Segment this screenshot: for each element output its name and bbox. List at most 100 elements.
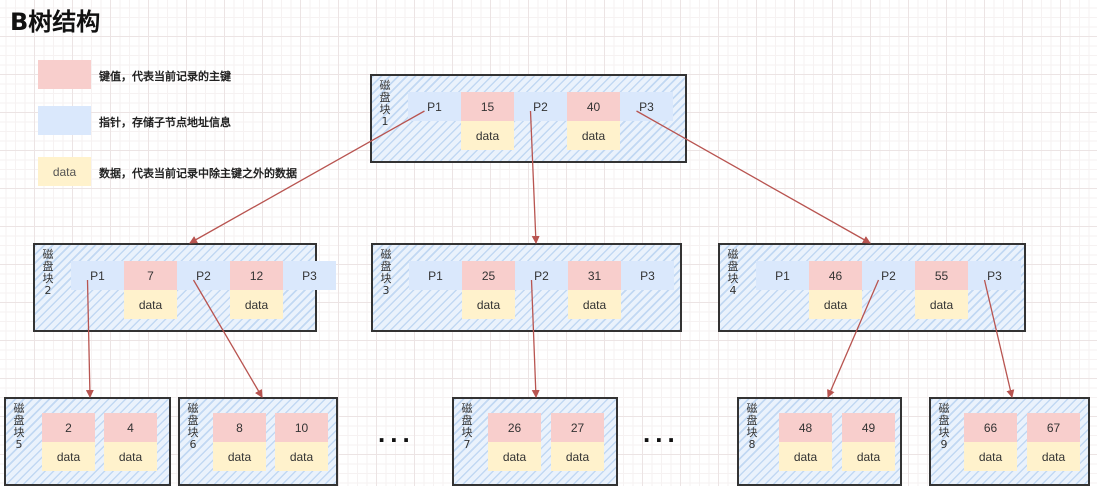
data-cell[interactable]: data (42, 442, 95, 471)
disk-block-label-char: 8 (748, 438, 756, 451)
disk-block-label-char: 块 (380, 272, 392, 285)
disk-block-label-char: 1 (381, 115, 389, 128)
disk-block-label-char: 盘 (938, 414, 950, 427)
pointer-cell[interactable]: P1 (756, 261, 809, 290)
pointer-cell[interactable]: P2 (862, 261, 915, 290)
disk-block-label-char: 盘 (380, 260, 392, 273)
disk-block-label-char: 磁 (727, 248, 739, 261)
pointer-cell[interactable]: P2 (514, 92, 567, 121)
legend-data-swatch: data (38, 157, 91, 186)
ellipsis-left: ... (378, 418, 415, 448)
disk-block-label-char: 盘 (379, 91, 391, 104)
data-cell[interactable]: data (779, 442, 832, 471)
disk-block-label-char: 2 (44, 284, 52, 297)
pointer-cell[interactable]: P1 (408, 92, 461, 121)
legend-key-text: 键值，代表当前记录的主键 (99, 70, 231, 83)
data-cell[interactable]: data (964, 442, 1017, 471)
disk-block-label-char: 盘 (187, 414, 199, 427)
data-cell[interactable]: data (1027, 442, 1080, 471)
data-cell[interactable]: data (809, 290, 862, 319)
disk-block-label-char: 盘 (727, 260, 739, 273)
disk-block-label-char: 3 (382, 284, 390, 297)
key-cell[interactable]: 15 (461, 92, 514, 121)
data-cell[interactable]: data (104, 442, 157, 471)
data-cell[interactable]: data (568, 290, 621, 319)
disk-block-label-char: 磁 (42, 248, 54, 261)
disk-block-label-char: 6 (189, 438, 197, 451)
pointer-cell[interactable]: P2 (515, 261, 568, 290)
key-cell[interactable]: 25 (462, 261, 515, 290)
key-cell[interactable]: 10 (275, 413, 328, 442)
disk-block-label-char: 盘 (461, 414, 473, 427)
data-cell[interactable]: data (488, 442, 541, 471)
legend-key-swatch (38, 60, 91, 89)
disk-block-label-char: 块 (42, 272, 54, 285)
disk-block-label-char: 块 (938, 426, 950, 439)
key-cell[interactable]: 46 (809, 261, 862, 290)
pointer-cell[interactable]: P3 (283, 261, 336, 290)
data-cell[interactable]: data (230, 290, 283, 319)
key-cell[interactable]: 31 (568, 261, 621, 290)
key-cell[interactable]: 66 (964, 413, 1017, 442)
disk-block-label-char: 磁 (938, 402, 950, 415)
pointer-cell[interactable]: P3 (968, 261, 1021, 290)
disk-block-label-char: 盘 (42, 260, 54, 273)
legend-pointer-swatch (38, 106, 91, 135)
pointer-cell[interactable]: P2 (177, 261, 230, 290)
disk-block-label-char: 块 (13, 426, 25, 439)
legend-pointer-text: 指针，存储子节点地址信息 (99, 116, 231, 129)
key-cell[interactable]: 4 (104, 413, 157, 442)
data-cell[interactable]: data (551, 442, 604, 471)
key-cell[interactable]: 49 (842, 413, 895, 442)
disk-block-label-char: 磁 (380, 248, 392, 261)
key-cell[interactable]: 55 (915, 261, 968, 290)
pointer-cell[interactable]: P3 (621, 261, 674, 290)
data-cell[interactable]: data (567, 121, 620, 150)
data-cell[interactable]: data (842, 442, 895, 471)
data-cell[interactable]: data (462, 290, 515, 319)
diagram-title: B树结构 (10, 8, 101, 36)
disk-block-label-char: 磁 (13, 402, 25, 415)
disk-block-label-char: 磁 (187, 402, 199, 415)
disk-block-label-char: 5 (15, 438, 23, 451)
key-cell[interactable]: 48 (779, 413, 832, 442)
key-cell[interactable]: 7 (124, 261, 177, 290)
key-cell[interactable]: 2 (42, 413, 95, 442)
key-cell[interactable]: 40 (567, 92, 620, 121)
key-cell[interactable]: 67 (1027, 413, 1080, 442)
pointer-cell[interactable]: P1 (409, 261, 462, 290)
key-cell[interactable]: 8 (213, 413, 266, 442)
data-cell[interactable]: data (275, 442, 328, 471)
disk-block-label-char: 块 (187, 426, 199, 439)
disk-block-label-char: 盘 (746, 414, 758, 427)
data-cell[interactable]: data (461, 121, 514, 150)
key-cell[interactable]: 27 (551, 413, 604, 442)
key-cell[interactable]: 12 (230, 261, 283, 290)
ellipsis-right: ... (643, 418, 680, 448)
disk-block-label-char: 磁 (746, 402, 758, 415)
data-cell[interactable]: data (124, 290, 177, 319)
pointer-cell[interactable]: P3 (620, 92, 673, 121)
pointer-cell[interactable]: P1 (71, 261, 124, 290)
data-cell[interactable]: data (213, 442, 266, 471)
data-cell[interactable]: data (915, 290, 968, 319)
key-cell[interactable]: 26 (488, 413, 541, 442)
disk-block-label-char: 磁 (379, 79, 391, 92)
